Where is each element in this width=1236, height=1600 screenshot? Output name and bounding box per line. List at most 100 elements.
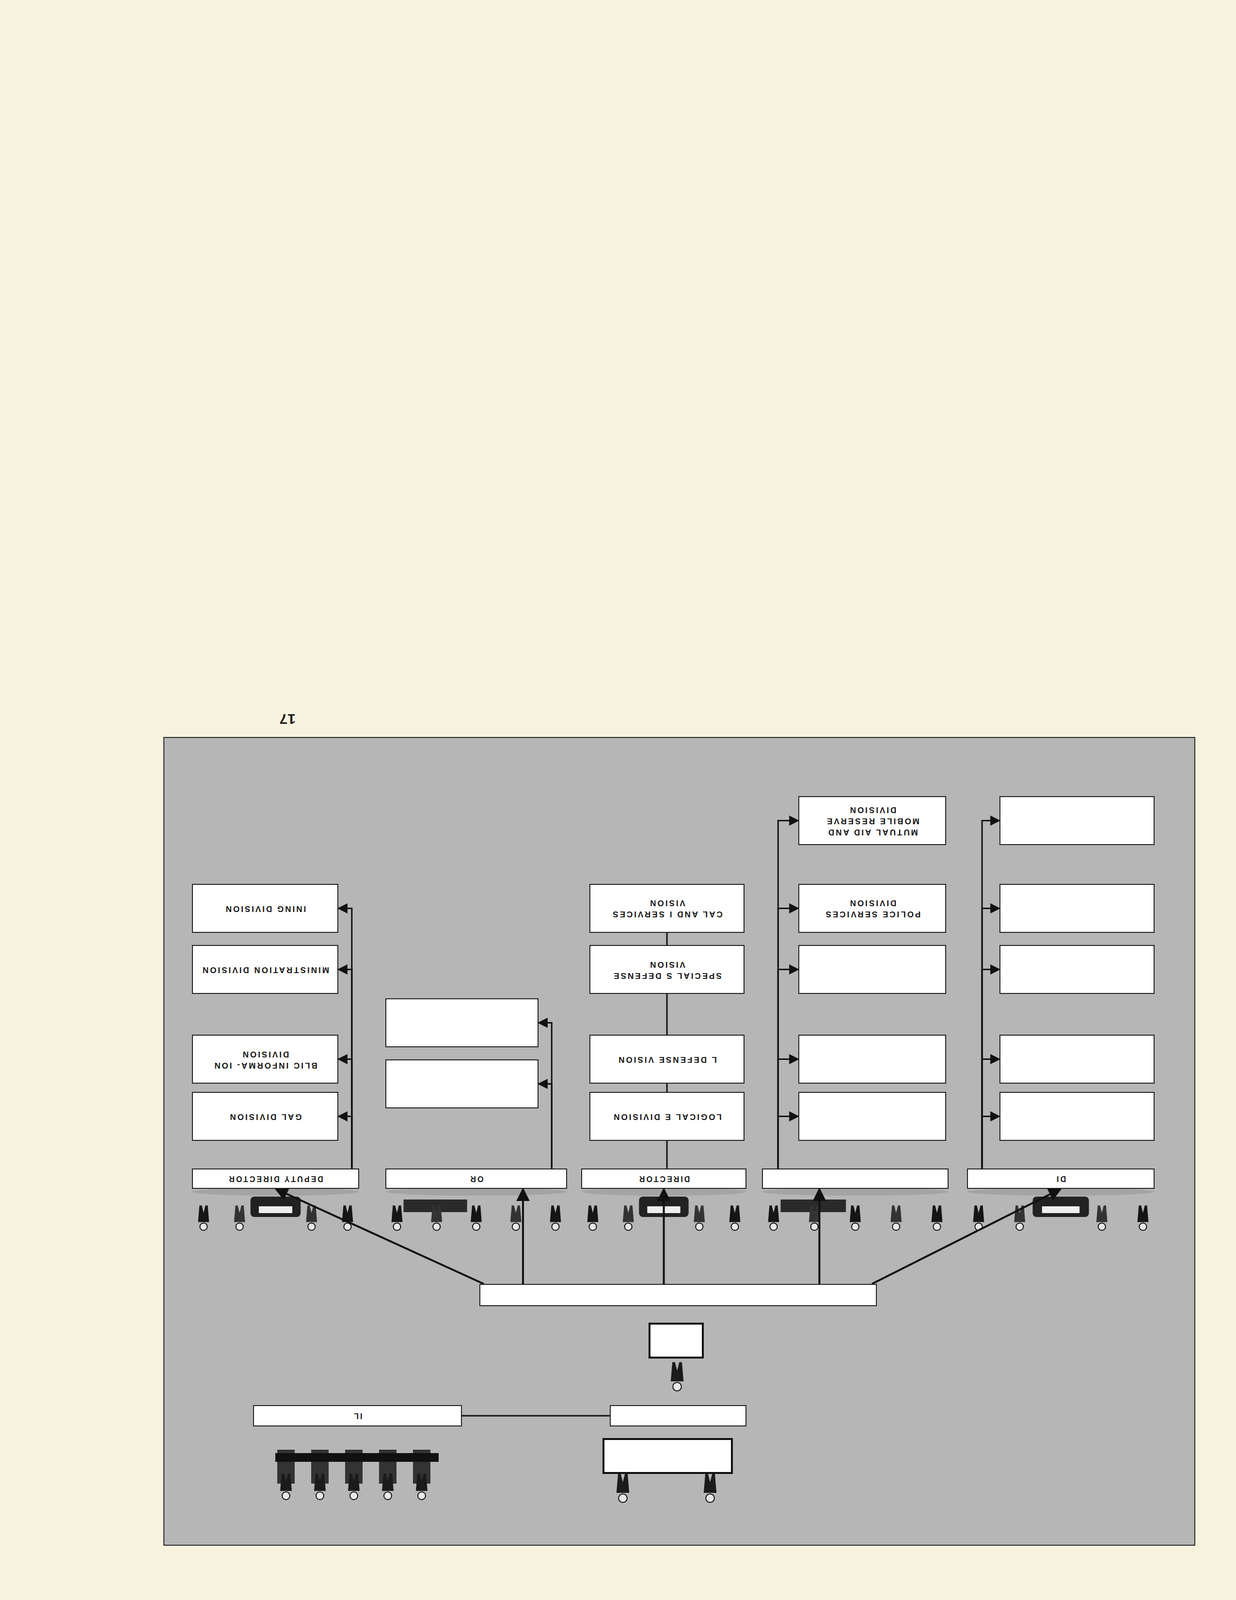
connector bbox=[338, 1116, 352, 1169]
connector bbox=[275, 1188, 485, 1284]
division-box bbox=[999, 883, 1155, 933]
connector bbox=[538, 1083, 552, 1169]
figure-body bbox=[729, 1204, 741, 1222]
figure-head bbox=[624, 1222, 633, 1230]
table bbox=[275, 1452, 439, 1462]
council-table bbox=[275, 1449, 439, 1500]
vehicle-window bbox=[1042, 1205, 1080, 1213]
staff-group bbox=[761, 1187, 949, 1231]
figure-body bbox=[381, 1473, 394, 1491]
staff-group bbox=[966, 1187, 1155, 1231]
figure-head bbox=[199, 1222, 207, 1230]
division-box bbox=[999, 795, 1155, 845]
division-box: GAL DIVISION bbox=[191, 1091, 339, 1141]
division-box bbox=[798, 1034, 947, 1084]
division-box: MINISTRATION DIVISION bbox=[191, 944, 339, 994]
connector bbox=[666, 993, 668, 1035]
connector bbox=[338, 969, 352, 1169]
desk bbox=[603, 1438, 732, 1473]
ground-shadow bbox=[385, 1187, 568, 1196]
figure-head bbox=[892, 1222, 900, 1230]
figure-head bbox=[307, 1222, 316, 1230]
chief-desk bbox=[649, 1323, 703, 1391]
figure-head bbox=[672, 1381, 682, 1391]
title-box bbox=[479, 1283, 878, 1306]
connector bbox=[663, 1188, 666, 1284]
figure-head bbox=[393, 1222, 401, 1230]
figure-body bbox=[1137, 1204, 1149, 1222]
box-label: CAL AND I SERVICES VISION bbox=[597, 897, 737, 920]
figure-body bbox=[510, 1204, 522, 1222]
figure-head bbox=[851, 1222, 859, 1230]
division-box: SPECIAL S DEFENSE VISION bbox=[589, 944, 745, 994]
box-label: BLIC INFORMA- ION DIVISION bbox=[199, 1047, 332, 1071]
division-box: CAL AND I SERVICES VISION bbox=[589, 883, 745, 933]
connector bbox=[666, 1083, 668, 1092]
figure-head bbox=[417, 1491, 426, 1500]
title-box bbox=[761, 1168, 949, 1189]
figure-head bbox=[695, 1222, 703, 1230]
figure-body bbox=[849, 1204, 861, 1222]
division-box: POLICE SERVICES DIVISION bbox=[798, 883, 947, 933]
connector bbox=[777, 908, 799, 1169]
connector bbox=[666, 932, 668, 945]
figure-head bbox=[432, 1222, 441, 1230]
figure-head bbox=[1098, 1222, 1106, 1230]
connector bbox=[777, 820, 799, 1169]
box-label: IL bbox=[352, 1410, 363, 1420]
staff-group bbox=[385, 1187, 568, 1231]
figure-body bbox=[693, 1204, 705, 1222]
figure-head bbox=[1015, 1222, 1024, 1230]
box-label: MUTUAL AID AND MOBILE RESERVE DIVISION bbox=[806, 803, 939, 838]
figure-head bbox=[810, 1222, 819, 1230]
division-box: MUTUAL AID AND MOBILE RESERVE DIVISION bbox=[798, 795, 947, 845]
connector bbox=[338, 908, 352, 1169]
box-label: DEPUTY DIRECTOR bbox=[227, 1173, 323, 1183]
figure-head bbox=[705, 1493, 715, 1503]
figure-head bbox=[1139, 1222, 1147, 1230]
figure-head bbox=[933, 1222, 941, 1230]
figure-body bbox=[348, 1473, 360, 1491]
division-box bbox=[999, 1091, 1155, 1141]
director-desk bbox=[603, 1438, 732, 1503]
figure-head bbox=[588, 1222, 597, 1230]
figure-head bbox=[383, 1491, 392, 1500]
figure-body bbox=[314, 1473, 326, 1491]
figure-body bbox=[622, 1204, 634, 1222]
connector bbox=[871, 1188, 1062, 1284]
figure-body bbox=[470, 1204, 482, 1222]
figure-head bbox=[236, 1222, 244, 1230]
figure-body bbox=[280, 1473, 292, 1491]
connector bbox=[982, 1059, 1000, 1169]
connector bbox=[666, 1140, 668, 1169]
connector bbox=[338, 1059, 352, 1169]
figure-body bbox=[808, 1204, 821, 1222]
title-box: DEPUTY DIRECTOR bbox=[191, 1168, 360, 1189]
division-box bbox=[999, 1034, 1155, 1084]
box-label: INING DIVISION bbox=[224, 902, 307, 914]
figure-body bbox=[587, 1204, 599, 1222]
figure-head bbox=[730, 1222, 739, 1230]
figure-body bbox=[391, 1204, 403, 1222]
figure-head bbox=[512, 1222, 520, 1230]
box-label: GAL DIVISION bbox=[228, 1110, 302, 1122]
figure-body bbox=[890, 1204, 902, 1222]
box-label: L DEFENSE VISION bbox=[617, 1053, 717, 1065]
figure-head bbox=[472, 1222, 480, 1230]
division-box bbox=[798, 1091, 947, 1141]
figure-head bbox=[349, 1491, 358, 1500]
connector bbox=[982, 908, 1000, 1169]
box-label: LOGICAL E DIVISION bbox=[612, 1110, 722, 1122]
connector bbox=[818, 1188, 821, 1284]
figure-body bbox=[768, 1204, 780, 1222]
figure-head bbox=[618, 1493, 628, 1503]
connector bbox=[982, 969, 1000, 1169]
division-box: L DEFENSE VISION bbox=[589, 1034, 745, 1084]
connector bbox=[982, 820, 1000, 1169]
figure-body bbox=[670, 1361, 684, 1381]
title-box: DIRECTOR bbox=[581, 1168, 747, 1189]
connector bbox=[982, 1116, 1000, 1169]
ground-shadow bbox=[761, 1187, 949, 1196]
title-box: IL bbox=[253, 1404, 462, 1427]
